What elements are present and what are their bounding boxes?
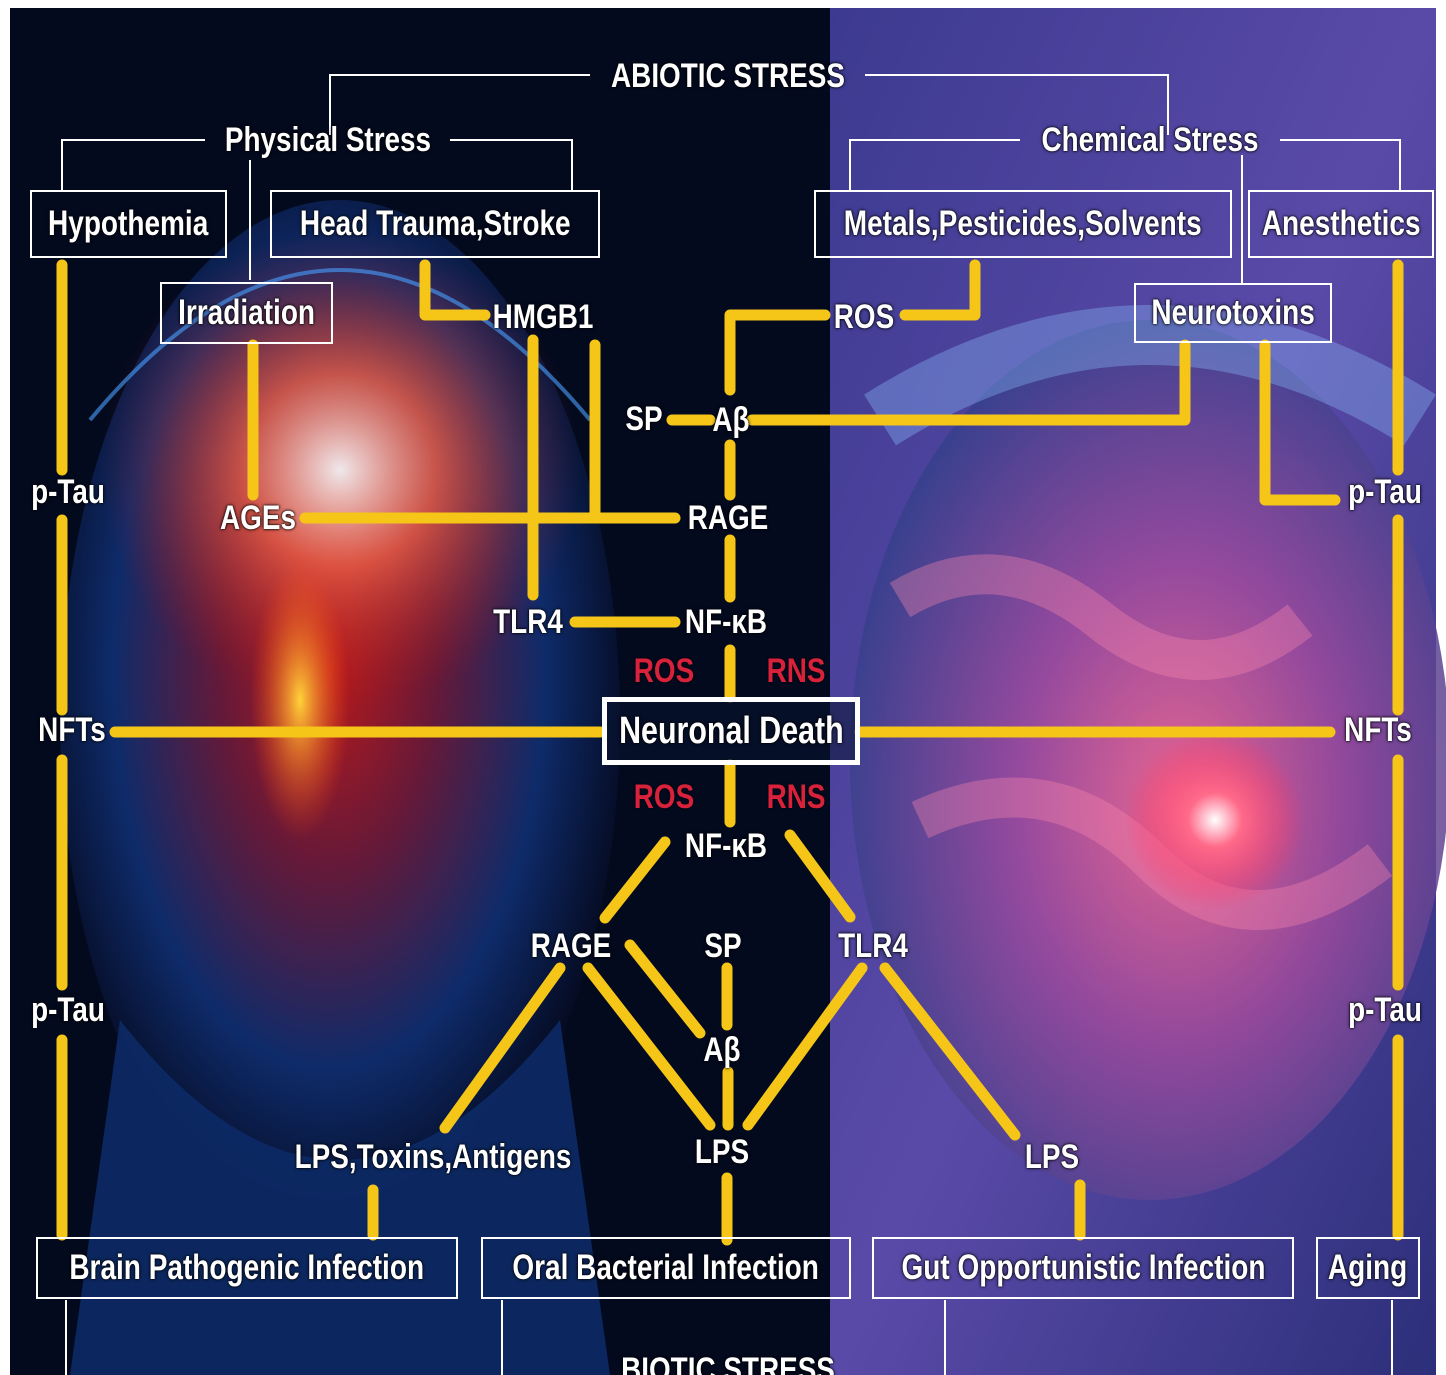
ros-label-upper: ROS — [634, 654, 694, 688]
neurotoxins-label: Neurotoxins — [1151, 293, 1314, 333]
rage-node-bottom: RAGE — [531, 929, 612, 963]
tlr4-node-bottom: TLR4 — [838, 929, 908, 963]
gut-infection-label: Gut Opportunistic Infection — [901, 1248, 1265, 1288]
nfkb-node-bottom: NF-κB — [685, 829, 767, 863]
abiotic-stress-title: ABIOTIC STRESS — [611, 59, 845, 93]
hypothermia-box: Hypothemia — [30, 190, 227, 258]
metals-pesticides-box: Metals,Pesticides,Solvents — [814, 190, 1232, 258]
neurotoxins-box: Neurotoxins — [1134, 283, 1332, 343]
sp-node-top: SP — [625, 402, 662, 436]
ros-node-top: ROS — [834, 300, 894, 334]
lps-node-right: LPS — [1025, 1140, 1079, 1174]
hmgb1-node: HMGB1 — [493, 300, 594, 334]
neuronal-death-box: Neuronal Death — [602, 697, 860, 765]
lps-toxins-antigens-node: LPS,Toxins,Antigens — [295, 1140, 572, 1174]
metals-pesticides-label: Metals,Pesticides,Solvents — [844, 204, 1202, 244]
ptau-left-bottom: p-Tau — [31, 993, 105, 1027]
hypothermia-label: Hypothemia — [48, 204, 208, 244]
physical-stress-label: Physical Stress — [225, 123, 431, 157]
ages-node: AGEs — [220, 501, 296, 535]
abeta-node-bottom: Aβ — [703, 1033, 740, 1067]
aging-box: Aging — [1316, 1237, 1420, 1299]
irradiation-box: Irradiation — [160, 282, 333, 344]
rage-node-top: RAGE — [688, 501, 769, 535]
brain-infection-label: Brain Pathogenic Infection — [70, 1248, 425, 1288]
rns-label-lower: RNS — [767, 780, 826, 814]
nfts-right: NFTs — [1344, 713, 1412, 747]
neuronal-death-label: Neuronal Death — [619, 710, 844, 753]
sp-node-bottom: SP — [704, 929, 741, 963]
nfkb-node-top: NF-κB — [685, 605, 767, 639]
anesthetics-box: Anesthetics — [1248, 190, 1434, 258]
oral-infection-label: Oral Bacterial Infection — [513, 1248, 820, 1288]
anesthetics-label: Anesthetics — [1262, 204, 1421, 244]
ptau-left-top: p-Tau — [31, 475, 105, 509]
abeta-node-top: Aβ — [712, 403, 749, 437]
chemical-stress-label: Chemical Stress — [1042, 123, 1259, 157]
head-trauma-label: Head Trauma,Stroke — [300, 204, 571, 244]
gut-infection-box: Gut Opportunistic Infection — [872, 1237, 1294, 1299]
lps-node-center: LPS — [695, 1135, 749, 1169]
tlr4-node-top: TLR4 — [493, 605, 563, 639]
ptau-right-bottom: p-Tau — [1348, 993, 1422, 1027]
ros-label-lower: ROS — [634, 780, 694, 814]
ptau-right-top: p-Tau — [1348, 475, 1422, 509]
oral-infection-box: Oral Bacterial Infection — [481, 1237, 851, 1299]
nfts-left: NFTs — [38, 713, 106, 747]
rns-label-upper: RNS — [767, 654, 826, 688]
irradiation-label: Irradiation — [178, 293, 315, 333]
aging-label: Aging — [1328, 1248, 1407, 1288]
biotic-stress-title: BIOTIC STRESS — [621, 1353, 835, 1375]
head-trauma-box: Head Trauma,Stroke — [270, 190, 600, 258]
brain-infection-box: Brain Pathogenic Infection — [36, 1237, 458, 1299]
